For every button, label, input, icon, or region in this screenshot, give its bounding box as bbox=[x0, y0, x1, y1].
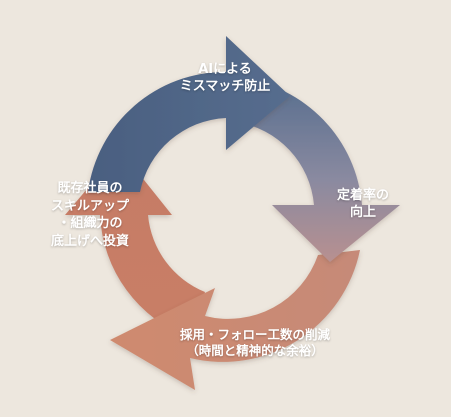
step-label-line: 底上げへ投資 bbox=[50, 233, 129, 249]
step-label-line: AIによる bbox=[198, 62, 252, 77]
step-label-line: 既存社員の bbox=[57, 181, 123, 196]
step-label-invest-in-staff: 既存社員の スキルアップ ・組織力の 底上げへ投資 bbox=[20, 180, 160, 250]
arrow-left bbox=[65, 150, 205, 338]
step-label-line: スキルアップ bbox=[50, 198, 129, 214]
step-label-line: 定着率の bbox=[336, 188, 389, 203]
step-label-line: 向上 bbox=[349, 204, 376, 220]
step-label-workload-reduction: 採用・フォロー工数の削減 （時間と精神的な余裕） bbox=[140, 327, 370, 360]
arrow-right bbox=[236, 78, 400, 262]
step-label-retention: 定着率の 向上 bbox=[318, 188, 408, 222]
step-label-line: （時間と精神的な余裕） bbox=[186, 343, 324, 359]
arrow-bottom bbox=[110, 250, 360, 390]
step-label-line: ミスマッチ防止 bbox=[179, 78, 271, 94]
step-label-line: ・組織力の bbox=[57, 216, 123, 232]
step-label-line: 採用・フォロー工数の削減 bbox=[179, 327, 330, 342]
step-label-mismatch-prevention: AIによる ミスマッチ防止 bbox=[150, 62, 300, 96]
arrow-top bbox=[88, 36, 290, 192]
